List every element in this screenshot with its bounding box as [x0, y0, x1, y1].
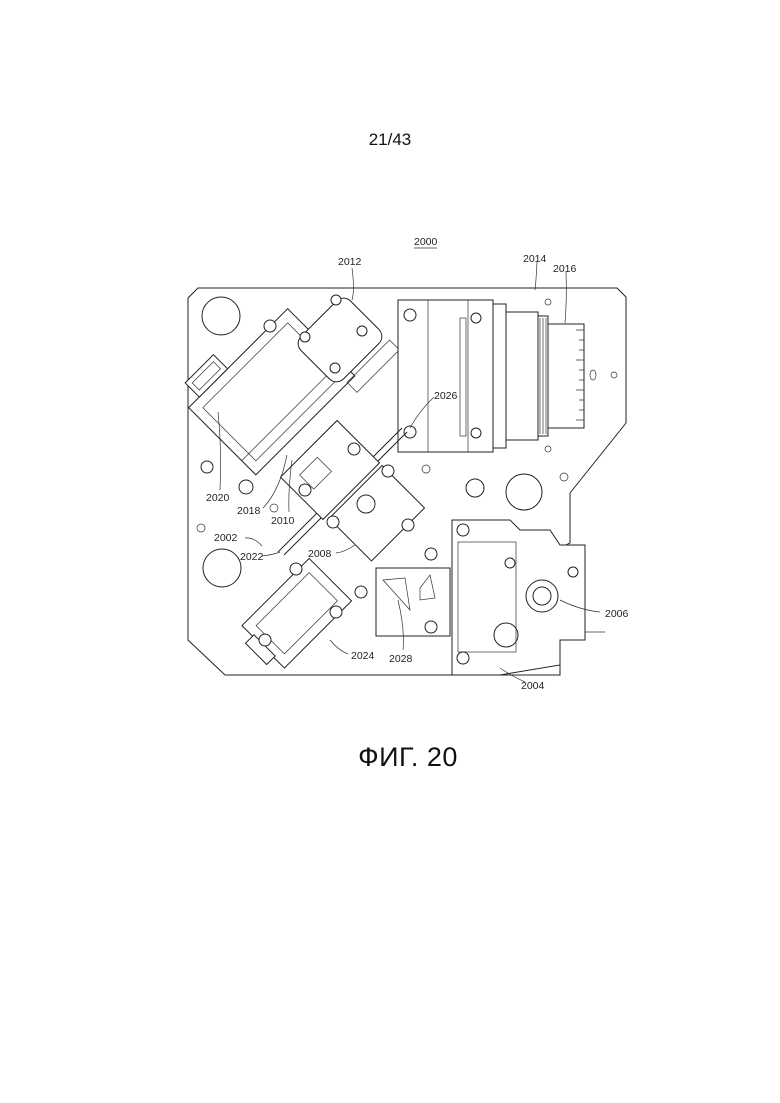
ref-2018: 2018: [237, 505, 261, 517]
ref-2028: 2028: [389, 653, 413, 665]
ref-2020: 2020: [206, 492, 230, 504]
ref-2026: 2026: [434, 390, 458, 402]
ref-2012: 2012: [338, 256, 362, 268]
ref-2024: 2024: [351, 650, 375, 662]
ref-2014: 2014: [523, 253, 547, 265]
figure-caption: ФИГ. 20: [0, 742, 780, 773]
ref-2010: 2010: [271, 515, 295, 527]
ref-2016: 2016: [553, 263, 577, 275]
ref-2008: 2008: [308, 548, 332, 560]
ref-2006: 2006: [605, 608, 629, 620]
ref-2002: 2002: [214, 532, 238, 544]
ref-2022: 2022: [240, 551, 264, 563]
ref-2000: 2000: [414, 236, 438, 248]
ref-2004: 2004: [521, 680, 545, 692]
